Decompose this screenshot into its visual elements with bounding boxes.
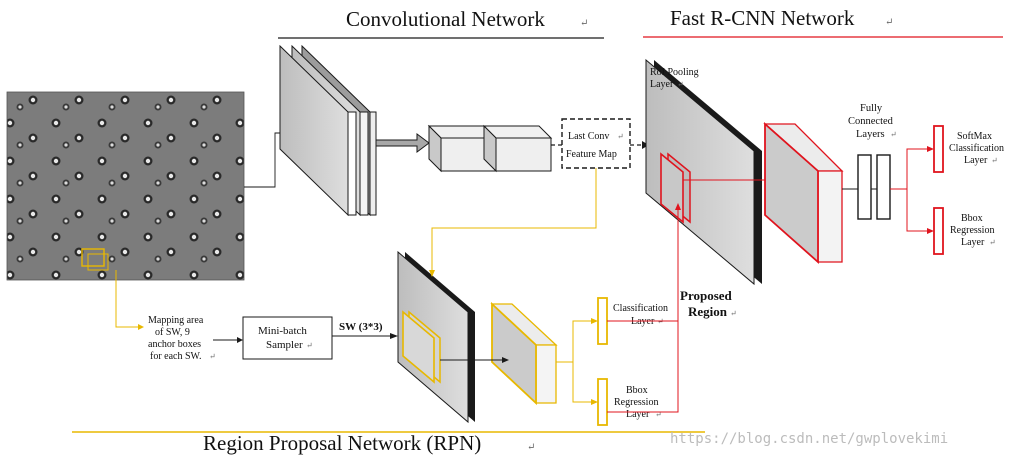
fc-layer-1 <box>857 154 872 220</box>
fc-label-1: Fully <box>860 103 883 114</box>
rpn-sliding-window <box>402 310 441 384</box>
softmax-label-3: Layer <box>964 155 988 166</box>
feature-to-rpn-connector <box>431 168 597 270</box>
volume-to-cls-arrowhead <box>591 318 598 324</box>
watermark-text: https://blog.csdn.net/gwplovekimi <box>670 431 948 447</box>
mini-batch-label-2: Sampler <box>266 339 303 351</box>
mapping-area-label-4: for each SW. <box>150 351 202 362</box>
fc-to-bbox-arrowhead <box>927 228 934 234</box>
rpn-bbox-label-3: Layer <box>626 409 650 420</box>
sliding-window-outer <box>87 253 109 271</box>
last-conv-feature-map-box <box>561 118 631 169</box>
proposed-return-mark: ↵ <box>730 309 737 318</box>
sw-label: SW (3*3) <box>339 321 383 333</box>
rpn-bbox-label-2: Regression <box>614 397 658 408</box>
mapping-area-label-3: anchor boxes <box>148 339 201 350</box>
bbox-right-return-mark: ↵ <box>989 238 996 247</box>
softmax-label-2: Classification <box>949 143 1004 154</box>
roi-pooling-label-1: RoI Pooling <box>650 67 699 78</box>
rpn-to-volume-arrowhead <box>502 357 509 363</box>
mapping-return-mark: ↵ <box>209 352 216 361</box>
rpn-bbox-return-mark: ↵ <box>655 410 662 419</box>
sampler-to-rpn-arrowhead <box>390 333 398 339</box>
softmax-return-mark: ↵ <box>991 156 998 165</box>
title-fast-rcnn-network: Fast R-CNN Network <box>670 6 855 30</box>
bbox-right-label-1: Bbox <box>961 213 983 224</box>
fc-return-mark: ↵ <box>890 130 897 139</box>
feature-to-rpn-arrowhead <box>429 270 435 277</box>
volume-to-bbox-connector <box>572 362 591 403</box>
conv-to-feature-arrow <box>375 133 430 153</box>
mini-batch-sampler-box <box>242 316 333 360</box>
softmax-output-bar <box>933 125 944 173</box>
fc-label-2: Connected <box>848 116 894 127</box>
input-image <box>6 91 245 281</box>
fc-to-softmax-arrowhead <box>927 146 934 152</box>
last-conv-return-mark: ↵ <box>617 132 624 141</box>
bbox-right-label-2: Regression <box>950 225 994 236</box>
proposed-region-label-1: Proposed <box>680 288 733 303</box>
rpn-cls-output-bar <box>597 297 608 345</box>
roi-return-mark: ↵ <box>677 80 684 89</box>
mapping-area-label-1: Mapping area <box>148 315 204 326</box>
bbox-output-bar <box>933 207 944 255</box>
softmax-label-1: SoftMax <box>957 131 992 142</box>
roi-pooling-label-2: Layer <box>650 79 674 90</box>
mini-batch-return-mark: ↵ <box>306 341 313 350</box>
mapping-to-sampler-arrowhead <box>237 337 243 343</box>
rpn-cls-label-1: Classification <box>613 303 668 314</box>
image-to-mapping-arrowhead <box>138 324 144 330</box>
fc-to-bbox-connector <box>906 189 927 232</box>
last-conv-label: Last Conv <box>568 131 609 142</box>
mapping-area-label-2: of SW, 9 <box>155 327 190 338</box>
mini-batch-label-1: Mini-batch <box>258 325 307 337</box>
feature-map-blocks <box>427 124 553 173</box>
title-rpn-return-mark: ↵ <box>527 442 535 453</box>
sliding-window-highlight <box>81 248 105 267</box>
pooled-feature-volume <box>763 121 844 265</box>
rpn-bbox-label-1: Bbox <box>626 385 648 396</box>
fc-to-softmax-connector <box>890 148 927 190</box>
volume-to-bbox-arrowhead <box>591 399 598 405</box>
title-conv-return-mark: ↵ <box>580 18 588 29</box>
bbox-right-label-3: Layer <box>961 237 985 248</box>
fc-layer-2 <box>876 154 891 220</box>
proposed-region-label-2: Region <box>688 304 728 319</box>
roi-pooling-layer <box>645 58 762 286</box>
feature-map-label: Feature Map <box>566 149 617 160</box>
image-to-mapping-connector <box>115 270 138 328</box>
title-convolutional-network: Convolutional Network <box>346 7 545 31</box>
title-region-proposal-network: Region Proposal Network (RPN) <box>203 431 481 455</box>
title-fast-return-mark: ↵ <box>885 17 893 28</box>
fc-label-3: Layers <box>856 129 885 140</box>
rpn-intermediate-volume <box>490 301 558 406</box>
bbox-to-proposal-connector <box>607 208 679 413</box>
conv-network-layers <box>279 44 377 217</box>
volume-to-cls-connector <box>556 320 591 363</box>
proposal-arrowhead <box>675 203 681 210</box>
rpn-bbox-output-bar <box>597 378 608 426</box>
